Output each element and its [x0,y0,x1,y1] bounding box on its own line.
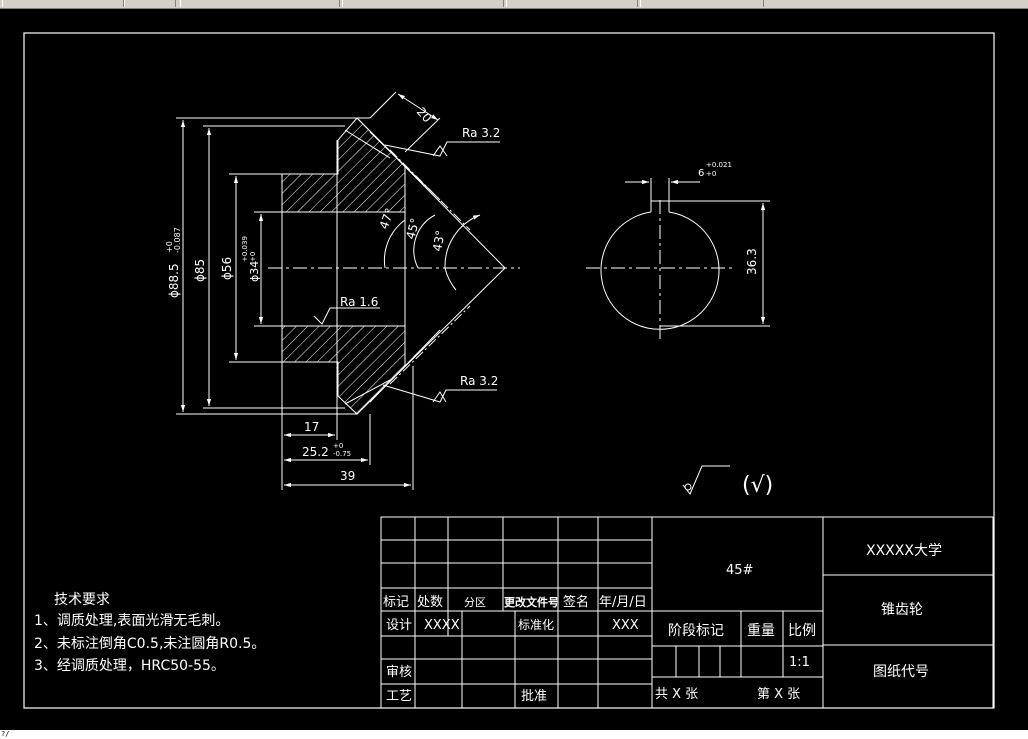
tech-req-title: 技术要求 [54,592,110,608]
dim-len-25: 25.2 [302,445,329,459]
tech-req-item: 3、经调质处理，HRC50-55。 [34,658,225,674]
status-text: ?/ [1,730,10,738]
rev-header: 标记 [383,595,409,610]
part-name: 锥齿轮 [881,602,923,618]
dim-len-17: 17 [304,420,319,434]
drawing-canvas[interactable]: ϕ88.5 +0 -0.087 ϕ85 ϕ56 ϕ34 +0.039 +0 20… [0,9,1028,730]
dim-keyway-depth: 36.3 [745,248,759,275]
material: 45# [726,563,753,578]
toolbar-segment[interactable] [2,0,124,7]
design-name: XXXX [424,618,460,633]
weight-label: 重量 [747,623,775,639]
dim-angle-47: 47° [377,206,397,231]
roughness-symbols [313,141,730,495]
tech-req-item: 2、未标注倒角C0.5,未注圆角R0.5。 [34,636,265,652]
rev-header: 年/月/日 [599,595,647,610]
design-label: 设计 [386,618,412,633]
dim-keyway-width: 6 [698,168,704,179]
approve-label: 批准 [521,689,547,704]
rev-header: 分区 [464,596,486,609]
std-label: 标准化 [518,618,554,632]
rev-header: 更改文件号 [504,595,559,609]
sheet-no: 第 X 张 [757,687,800,702]
dim-keyway-tol-lower: +0 [706,170,716,178]
dim-d85: ϕ85 [193,259,207,282]
process-label: 工艺 [386,689,412,704]
dim-len-25-tol-lower: -0.75 [333,450,351,458]
hatch-lower [281,325,406,415]
roughness-inner: Ra 1.6 [340,295,378,309]
dim-len-39: 39 [340,469,355,483]
stage-label: 阶段标记 [668,623,724,639]
dimension-lines [176,91,441,490]
scale-value: 1:1 [789,655,810,670]
toolbar-segment[interactable] [124,0,176,7]
dim-d-outer: ϕ88.5 [167,263,181,298]
dim-angle-43: 43° [430,229,447,252]
dim-d34-tol-upper: +0.039 [241,236,249,262]
dim-angle-45: 45° [403,217,422,241]
toolbar-strip [0,0,1028,9]
review-label: 审核 [386,665,412,680]
hatch-upper [281,117,406,213]
rev-header: 签名 [563,594,589,610]
toolbar-segment[interactable] [640,0,764,7]
tech-requirements: 技术要求 1、调质处理,表面光滑无毛刺。 2、未标注倒角C0.5,未注圆角R0.… [34,592,265,674]
dim-d34-tol-lower: +0 [249,252,257,262]
scale-label: 比例 [788,623,816,639]
general-roughness-icon [684,483,692,491]
title-block-grid [380,516,994,709]
gear-side-view [586,178,770,340]
toolbar-segment[interactable] [180,0,340,7]
drawing-number: 图纸代号 [873,664,929,680]
std-name: XXX [612,618,639,633]
dimension-text: ϕ88.5 +0 -0.087 ϕ85 ϕ56 ϕ34 +0.039 +0 20… [165,105,773,498]
toolbar-segment[interactable] [506,0,638,7]
dim-d-outer-tol-upper: +0 [165,241,174,253]
title-block-text: 标记 处数 分区 更改文件号 签名 年/月/日 设计 XXXX 标准化 XXX … [383,543,942,704]
dim-d-outer-tol-lower: -0.087 [173,227,182,253]
tech-req-item: 1、调质处理,表面光滑无毛刺。 [34,612,229,629]
toolbar-segment[interactable] [342,0,504,7]
sheets-total: 共 X 张 [655,687,698,702]
cad-drawing: ϕ88.5 +0 -0.087 ϕ85 ϕ56 ϕ34 +0.039 +0 20… [23,32,995,709]
roughness-top: Ra 3.2 [462,126,500,140]
dim-width-20: 20 [414,105,435,126]
dim-len-25-tol-upper: +0 [333,442,343,450]
dim-d56: ϕ56 [220,257,234,280]
gear-section-view [268,117,520,415]
dim-d34: ϕ34 [248,261,261,282]
school-name: XXXXX大学 [866,543,942,559]
general-roughness: (√) [742,473,773,498]
rev-header: 处数 [417,595,443,610]
roughness-bottom: Ra 3.2 [460,374,498,388]
command-line[interactable]: ?/ [0,730,1028,739]
dim-keyway-tol-upper: +0.021 [706,161,732,169]
